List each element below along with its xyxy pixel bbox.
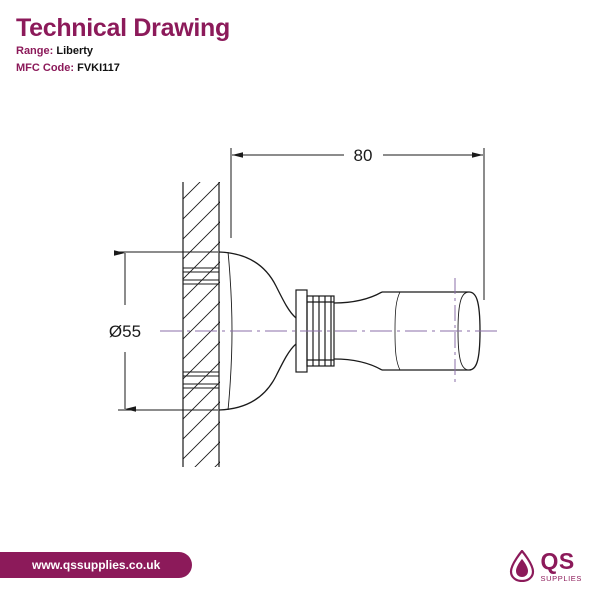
- brand-text: QS SUPPLIES: [540, 547, 582, 583]
- dimension-diameter-text: Ø55: [109, 322, 141, 341]
- header: Technical Drawing Range: Liberty MFC Cod…: [16, 14, 230, 76]
- brand-logo: QS SUPPLIES: [509, 547, 582, 583]
- fixing-screws: [182, 267, 220, 389]
- wall-section: [182, 182, 220, 467]
- website-banner: www.qssupplies.co.uk: [0, 552, 192, 578]
- brand-name: QS: [540, 547, 575, 574]
- range-line: Range: Liberty: [16, 44, 230, 59]
- dimension-horizontal: 80: [230, 146, 485, 300]
- handle-head: [382, 291, 481, 371]
- website-text: www.qssupplies.co.uk: [32, 558, 161, 572]
- mfc-label: MFC Code:: [16, 62, 75, 74]
- dimension-vertical: Ø55: [109, 250, 218, 412]
- mfc-value: FVKI117: [77, 62, 120, 74]
- brand-subtitle: SUPPLIES: [540, 573, 582, 583]
- water-drop-icon: [509, 549, 535, 582]
- mfc-line: MFC Code: FVKI117: [16, 61, 230, 76]
- range-value: Liberty: [56, 45, 94, 57]
- dimension-length-text: 80: [354, 146, 373, 165]
- tapered-stem: [333, 291, 383, 371]
- page-title: Technical Drawing: [16, 14, 230, 42]
- range-label: Range:: [16, 45, 54, 57]
